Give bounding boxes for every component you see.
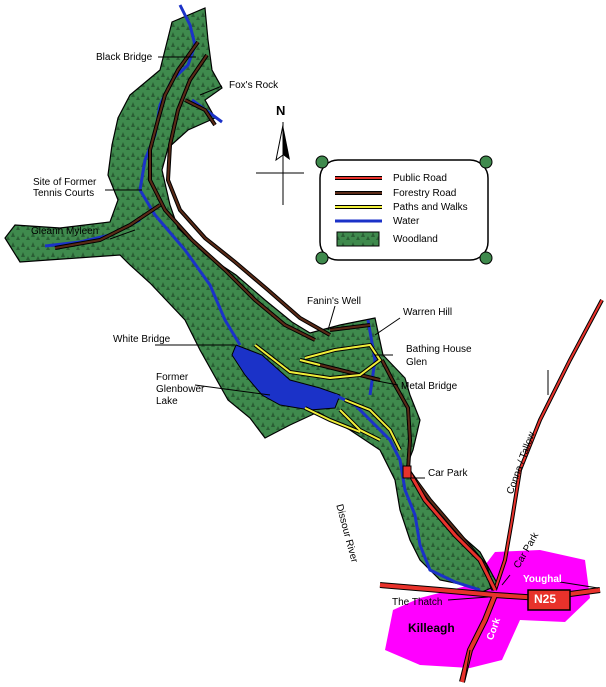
label-lake-line2: Glenbower: [156, 384, 205, 395]
label-metal-bridge: Metal Bridge: [401, 381, 458, 392]
public-road-conna: [493, 299, 604, 591]
n25-box: [527, 589, 571, 611]
label-bathing-line1: Bathing House: [406, 344, 472, 355]
label-white-bridge: White Bridge: [113, 334, 171, 345]
label-car-park: Car Park: [428, 468, 468, 479]
compass-north-label: N: [276, 103, 286, 118]
legend-water: Water: [393, 216, 420, 227]
label-warren-hill: Warren Hill: [403, 307, 453, 318]
label-fanins-well: Fanin's Well: [307, 296, 361, 307]
label-killeagh: Killeagh: [408, 621, 455, 635]
legend-paths: Paths and Walks: [393, 202, 468, 213]
label-the-thatch: The Thatch: [392, 597, 443, 608]
legend-woodland: Woodland: [393, 234, 438, 245]
label-gleann-myleen: Gleann Myleen: [31, 226, 99, 237]
car-park-marker: [402, 465, 412, 479]
label-tennis-line1: Site of Former: [33, 177, 97, 188]
legend: [315, 155, 493, 265]
legend-public-road: Public Road: [393, 173, 447, 184]
label-bathing-line2: Glen: [406, 357, 428, 368]
glenbower-lake: [231, 344, 341, 411]
label-youghal: Youghal: [523, 574, 562, 585]
woodland-area: [4, 7, 499, 593]
label-tennis-line2: Tennis Courts: [33, 188, 95, 199]
label-lake-line3: Lake: [156, 396, 178, 407]
compass-icon: [256, 122, 304, 205]
label-foxs-rock: Fox's Rock: [229, 80, 279, 91]
label-black-bridge: Black Bridge: [96, 52, 153, 63]
label-n25: N25: [534, 592, 557, 606]
label-lake-line1: Former: [156, 372, 189, 383]
legend-forestry-road: Forestry Road: [393, 188, 457, 199]
